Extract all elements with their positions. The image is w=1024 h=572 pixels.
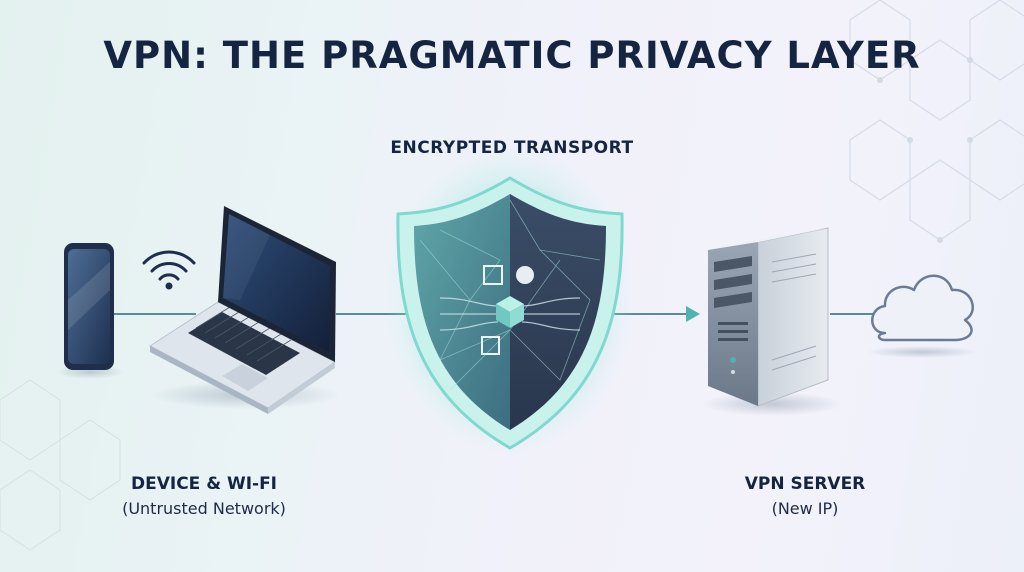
- shield-icon: [385, 145, 635, 455]
- laptop-icon: [149, 206, 340, 414]
- square-icon-small: [481, 336, 500, 355]
- hex-pattern-decoration-left: [0, 379, 121, 551]
- circle-icon: [516, 266, 534, 284]
- square-icon: [483, 265, 503, 285]
- encrypted-transport-label: ENCRYPTED TRANSPORT: [390, 138, 634, 158]
- cube-icon: [496, 296, 524, 328]
- page-title: VPN: THE PRAGMATIC PRIVACY LAYER: [103, 34, 921, 77]
- smartphone-icon: [56, 243, 124, 379]
- server-icon: [702, 227, 842, 416]
- device-label: DEVICE & WI-FI: [130, 474, 278, 494]
- device-sublabel: (Untrusted Network): [122, 499, 286, 518]
- server-label: VPN SERVER: [744, 474, 866, 494]
- wifi-icon: [142, 250, 196, 290]
- cloud-icon: [867, 274, 977, 358]
- arrow-head-icon: [686, 306, 700, 322]
- server-sublabel: (New IP): [771, 499, 839, 518]
